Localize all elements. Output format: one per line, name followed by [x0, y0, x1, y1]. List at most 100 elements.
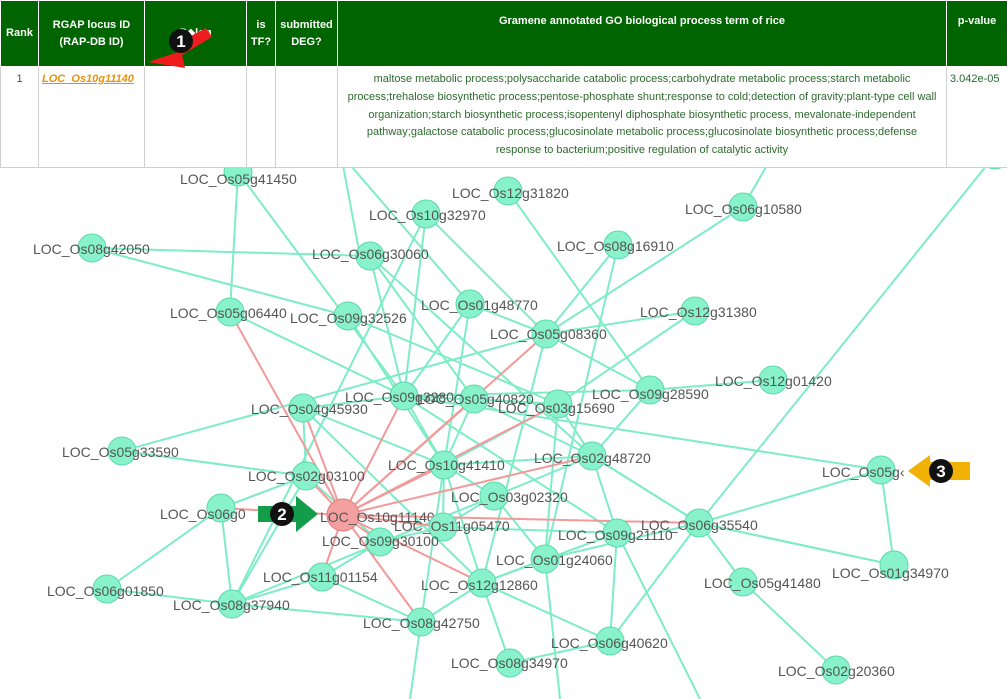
gene-node[interactable]: LOC_Os09g21110 [558, 518, 673, 548]
gene-node[interactable]: LOC_Os11g05470 [394, 512, 510, 542]
gene-node[interactable]: LOC_Os06g10580 [685, 192, 802, 222]
node-circle[interactable] [389, 381, 419, 411]
node-circle[interactable] [406, 607, 436, 637]
node-circle[interactable] [206, 493, 236, 523]
node-circle[interactable] [879, 550, 909, 580]
gene-node[interactable]: LOC_Os05g33590 [62, 436, 179, 466]
node-circle[interactable] [866, 455, 896, 485]
gene-node[interactable]: LOC_Os10g41410 [388, 450, 505, 480]
gene-node[interactable]: LOC_Os08g34970 [451, 648, 568, 678]
gene-node[interactable]: LOC_Os05g06440 [170, 297, 287, 327]
node-circle[interactable] [531, 319, 561, 349]
node-label: LOC_Os06g40620 [551, 635, 668, 651]
node-circle[interactable] [288, 393, 318, 423]
gene-node[interactable]: LOC_Os10g32970 [369, 199, 486, 229]
gene-node[interactable]: LOC_Os09g28590 [592, 375, 709, 405]
gene-node[interactable]: LOC_Os03g15690 [498, 389, 615, 419]
gene-node[interactable]: LOC_Os11g01154 [263, 562, 378, 592]
gene-node[interactable]: LOC_Os05g41480 [704, 567, 821, 597]
node-circle[interactable] [291, 461, 321, 491]
node-label: LOC_Os09g28590 [592, 386, 709, 402]
gene-node[interactable]: LOC_Os06g0 [160, 493, 246, 523]
node-circle[interactable] [217, 589, 247, 619]
gene-node[interactable]: LOC_Os12g31380 [640, 296, 757, 326]
gene-node[interactable]: LOC_Os02g20360 [778, 655, 895, 685]
node-circle[interactable] [92, 574, 122, 604]
node-circle[interactable] [595, 626, 625, 656]
node-circle[interactable] [577, 441, 607, 471]
gene-node[interactable]: LOC_Os02g03100 [248, 461, 365, 491]
node-circle[interactable] [479, 481, 509, 511]
gene-node[interactable]: LOC_Os01g34970 [832, 550, 949, 581]
node-circle[interactable] [428, 512, 458, 542]
gene-node[interactable]: LOC_Os09g30100 [322, 527, 439, 557]
node-label: LOC_Os12g12860 [421, 577, 538, 593]
node-label: LOC_Os02g20360 [778, 663, 895, 679]
node-label: LOC_Os05g06440 [170, 305, 287, 321]
gene-node[interactable]: LOC_Os08g16910 [557, 230, 674, 260]
node-circle[interactable] [495, 648, 525, 678]
node-circle[interactable] [107, 436, 137, 466]
network-edge [220, 475, 307, 509]
node-circle[interactable] [365, 527, 395, 557]
hub-node[interactable]: LOC_Os10g11140 [320, 498, 435, 532]
gene-node[interactable]: LOC_Os01g48770 [421, 289, 538, 319]
gene-node[interactable]: LOC_Os02g48720 [534, 441, 651, 471]
gene-node[interactable]: LOC_Os06g30060 [312, 241, 429, 271]
gene-node[interactable]: LOC_Os12g31820 [452, 176, 569, 206]
node-circle[interactable] [728, 192, 758, 222]
gene-node[interactable]: LOC_Os03g02320 [451, 481, 568, 511]
node-circle[interactable] [530, 544, 560, 574]
node-circle[interactable] [429, 450, 459, 480]
node-label: LOC_Os05g41450 [180, 171, 297, 187]
network-edge [509, 640, 611, 664]
node-circle[interactable] [728, 567, 758, 597]
gene-node[interactable]: LOC_Os09g32526 [290, 301, 407, 331]
node-circle[interactable] [602, 518, 632, 548]
gene-node[interactable]: LOC_Os06g01850 [47, 574, 164, 604]
network-nodes[interactable]: LOC_Os05g41450 LOC_Os12g31820LOC_Os10g329… [33, 140, 1007, 685]
network-edge [403, 395, 618, 534]
gene-node[interactable]: LOC_Os05g‹ [822, 455, 905, 485]
node-label: LOC_Os09g32526 [290, 310, 407, 326]
node-circle[interactable] [821, 655, 851, 685]
node-label: LOC_Os11g05470 [394, 518, 510, 534]
locus-link[interactable]: LOC_Os10g11140 [42, 73, 134, 85]
gene-node[interactable]: LOC_Os12g12860 [421, 568, 538, 598]
node-circle[interactable] [411, 199, 441, 229]
gene-node[interactable]: LOC_Os01g24060 [496, 544, 613, 574]
node-circle[interactable] [455, 289, 485, 319]
gene-node[interactable]: LOC_Os09g3280 [345, 381, 454, 411]
node-circle[interactable] [333, 301, 363, 331]
table-row: 1 LOC_Os10g11140 maltose metabolic proce… [0, 66, 1007, 168]
node-circle[interactable] [603, 230, 633, 260]
gene-node[interactable]: LOC_Os08g42750 [363, 607, 480, 637]
node-circle[interactable] [467, 568, 497, 598]
node-circle[interactable] [307, 562, 337, 592]
node-circle[interactable] [77, 233, 107, 263]
node-circle[interactable] [459, 384, 489, 414]
node-circle[interactable] [758, 365, 788, 395]
node-circle[interactable] [493, 176, 523, 206]
node-label: LOC_Os04g45930 [251, 401, 368, 417]
gene-node[interactable]: LOC_Os08g42050 [33, 233, 150, 263]
gene-node[interactable]: LOC_Os08g37940 [173, 589, 290, 619]
gene-node[interactable]: LOC_Os06g35540 [641, 508, 758, 538]
gene-node[interactable]: LOC_Os06g40620 [551, 626, 668, 656]
node-circle[interactable] [215, 297, 245, 327]
gene-node[interactable]: LOC_Os05g40820 [417, 384, 534, 414]
node-circle[interactable] [680, 296, 710, 326]
node-circle[interactable] [326, 498, 360, 532]
gene-node[interactable]: LOC_Os04g45930 [251, 393, 368, 423]
node-circle[interactable] [635, 375, 665, 405]
network-edge [507, 190, 651, 391]
node-circle[interactable] [543, 389, 573, 419]
gene-node[interactable]: LOC_Os12g01420 [715, 365, 832, 395]
network-edge [220, 507, 233, 605]
node-circle[interactable] [684, 508, 714, 538]
header-locus-id: RGAP locus ID(RAP-DB ID) [38, 0, 145, 67]
node-circle[interactable] [355, 241, 385, 271]
gene-node[interactable]: LOC_Os05g08360 [490, 319, 607, 349]
network-edge [591, 389, 651, 457]
